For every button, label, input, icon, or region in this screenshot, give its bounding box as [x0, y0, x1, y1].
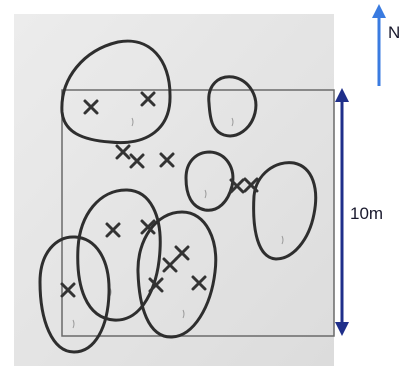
- cluster-outlines: [38, 39, 318, 354]
- x-markers: [60, 91, 259, 298]
- x-marker: [243, 177, 259, 193]
- x-marker: [129, 153, 145, 169]
- x-marker: [83, 99, 99, 115]
- cluster-outline: [184, 150, 235, 212]
- x-marker: [140, 219, 156, 235]
- cluster-outline: [60, 39, 172, 145]
- cluster-outline: [136, 210, 218, 339]
- north-arrow-icon: [372, 4, 386, 86]
- x-marker: [191, 275, 207, 291]
- cluster-outline: [252, 161, 318, 261]
- cluster-outline: [76, 188, 162, 322]
- x-marker: [159, 152, 175, 168]
- scale-label: 10m: [350, 204, 383, 223]
- paper-background: [14, 14, 334, 366]
- x-marker: [140, 91, 156, 107]
- plot-boundary: [61, 89, 335, 337]
- north-label: N: [388, 23, 400, 42]
- x-marker: [229, 178, 245, 194]
- x-marker: [105, 222, 121, 238]
- scale-bar: [335, 88, 349, 336]
- cluster-outline: [38, 235, 111, 354]
- x-marker: [115, 144, 131, 160]
- cluster-outline: [207, 75, 258, 138]
- x-marker: [60, 282, 76, 298]
- x-marker: [162, 257, 178, 273]
- x-marker: [148, 277, 164, 293]
- x-marker: [174, 245, 190, 261]
